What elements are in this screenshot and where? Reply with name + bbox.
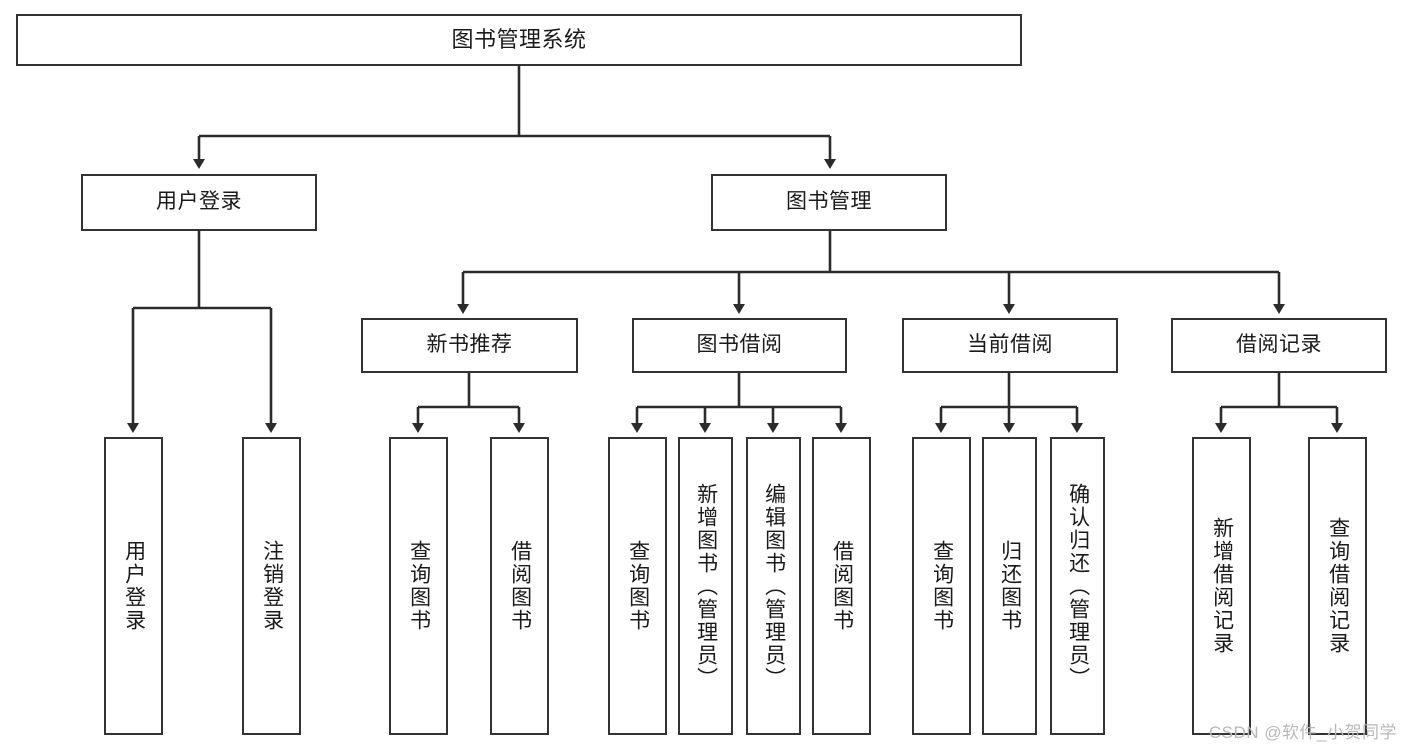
node-new-book-recommend-label: 新书推荐 [426,333,513,357]
node-leaf-logout-login-label: 注销登录 [260,540,284,632]
node-leaf-confirm-return-label: 确认归还（管理员） [1066,482,1090,690]
node-leaf-query-book-2-label: 查询图书 [626,540,650,632]
node-current-borrow-label: 当前借阅 [967,333,1053,357]
node-leaf-add-book-label: 新增图书（管理员） [694,482,718,690]
node-leaf-edit-book-label: 编辑图书（管理员） [762,482,786,690]
node-leaf-query-book-2[interactable]: 查询图书 [608,437,667,735]
node-leaf-borrow-book-2[interactable]: 借阅图书 [812,437,871,735]
node-current-borrow[interactable]: 当前借阅 [902,318,1118,373]
node-leaf-return-book[interactable]: 归还图书 [982,437,1037,735]
watermark-text: CSDN @软件_小贺同学 [1208,723,1397,742]
node-leaf-query-book-1[interactable]: 查询图书 [389,437,448,735]
node-leaf-borrow-book-1[interactable]: 借阅图书 [490,437,549,735]
node-leaf-return-book-label: 归还图书 [998,540,1022,632]
node-leaf-query-book-3-label: 查询图书 [930,540,954,632]
node-leaf-query-book-3[interactable]: 查询图书 [912,437,971,735]
node-leaf-query-record[interactable]: 查询借阅记录 [1308,437,1367,735]
node-leaf-user-login-label: 用户登录 [122,540,146,632]
node-leaf-query-book-1-label: 查询图书 [407,540,431,632]
node-book-manage[interactable]: 图书管理 [711,174,947,231]
node-new-book-recommend[interactable]: 新书推荐 [361,318,578,373]
node-leaf-add-book[interactable]: 新增图书（管理员） [678,437,733,735]
node-leaf-query-record-label: 查询借阅记录 [1326,517,1350,655]
node-root-label: 图书管理系统 [451,27,587,53]
node-leaf-borrow-book-2-label: 借阅图书 [830,540,854,632]
node-root[interactable]: 图书管理系统 [16,14,1022,66]
node-leaf-user-login[interactable]: 用户登录 [104,437,163,735]
node-leaf-add-record[interactable]: 新增借阅记录 [1192,437,1251,735]
node-leaf-confirm-return[interactable]: 确认归还（管理员） [1050,437,1105,735]
node-leaf-edit-book[interactable]: 编辑图书（管理员） [746,437,801,735]
node-user-login-label: 用户登录 [156,190,242,214]
node-book-manage-label: 图书管理 [786,190,872,214]
node-leaf-logout-login[interactable]: 注销登录 [242,437,301,735]
node-leaf-borrow-book-1-label: 借阅图书 [508,540,532,632]
node-borrow-record-label: 借阅记录 [1236,333,1322,357]
node-book-borrow-label: 图书借阅 [696,333,783,357]
node-borrow-record[interactable]: 借阅记录 [1171,318,1387,373]
node-book-borrow[interactable]: 图书借阅 [632,318,847,373]
node-leaf-add-record-label: 新增借阅记录 [1210,517,1234,655]
node-user-login[interactable]: 用户登录 [81,174,317,231]
